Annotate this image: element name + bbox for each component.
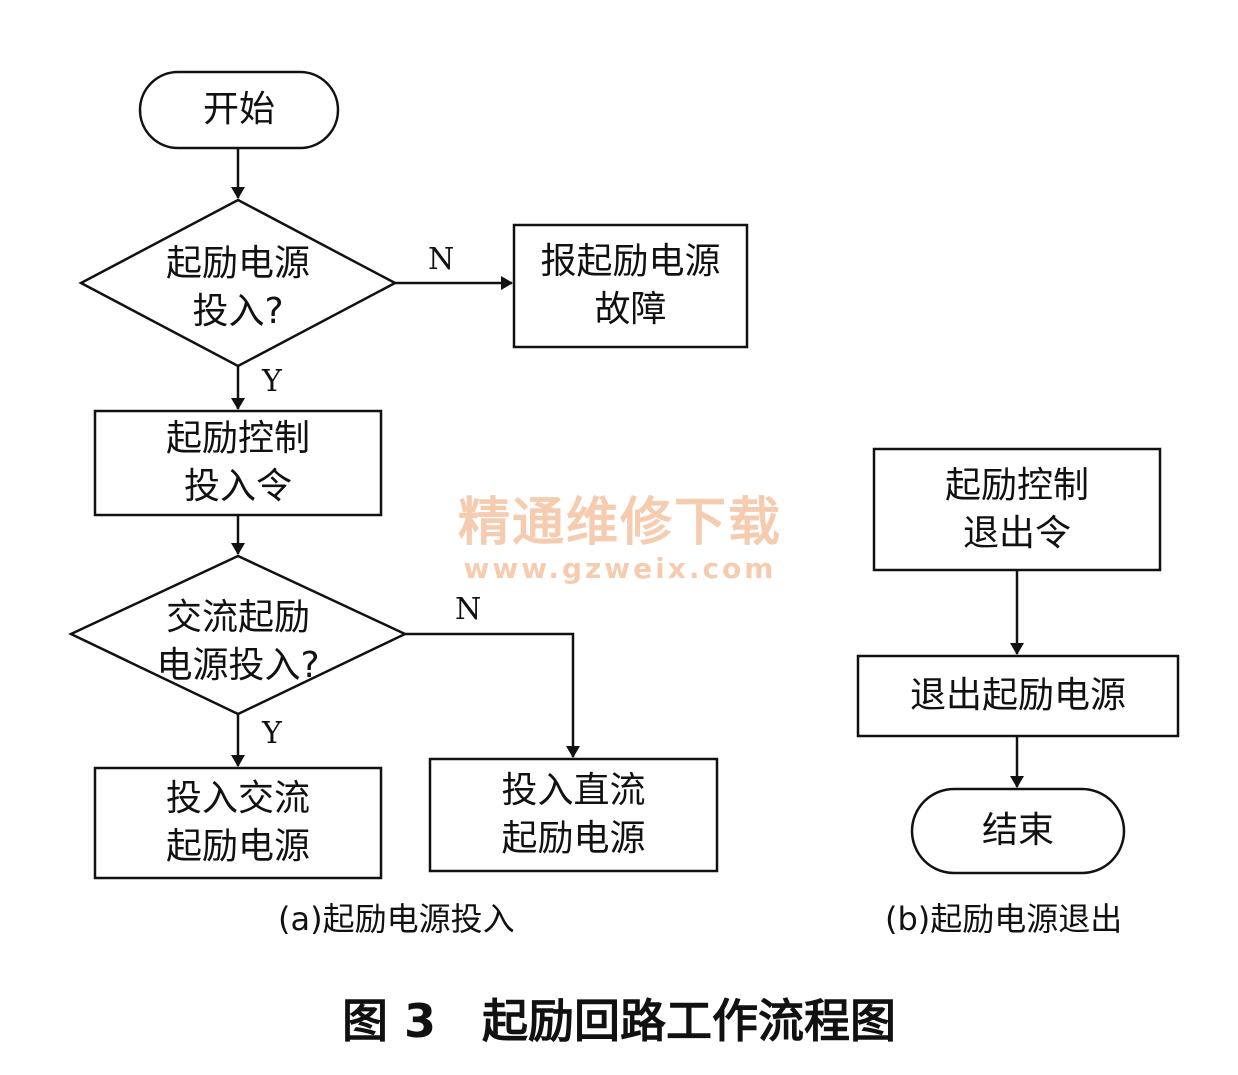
fault-node: 报起励电源 故障 bbox=[514, 225, 747, 347]
control-out-node: 起励控制 退出令 bbox=[874, 449, 1160, 570]
decision1-node: 起励电源 投入? bbox=[130, 240, 346, 336]
decision2-node: 交流起励 电源投入? bbox=[120, 594, 356, 690]
control-out-line1: 起励控制 bbox=[944, 464, 1089, 506]
end-terminator-shape bbox=[910, 787, 1126, 875]
figure-caption: 图 3 起励回路工作流程图 bbox=[341, 994, 897, 1048]
decision2-no-label: N bbox=[455, 592, 482, 627]
exit-source-node: 退出起励电源 bbox=[858, 656, 1178, 736]
ac-node: 投入交流 起励电源 bbox=[95, 768, 381, 878]
dc-box-shape bbox=[428, 757, 719, 873]
dc-line2: 起励电源 bbox=[501, 818, 646, 859]
end-label: 结束 bbox=[981, 810, 1054, 851]
decision2-line1: 交流起励 bbox=[165, 597, 310, 638]
decision1-line1: 起励电源 bbox=[165, 243, 310, 284]
fault-line2: 故障 bbox=[594, 289, 667, 330]
control-in-node: 起励控制 投入令 bbox=[95, 411, 381, 515]
decision2-line2: 电源投入? bbox=[156, 645, 320, 686]
watermark: 精通维修下载 www.gzweix.com bbox=[440, 492, 800, 584]
start-node: 开始 bbox=[140, 72, 338, 148]
control-in-line2: 投入令 bbox=[183, 466, 292, 507]
ac-line1: 投入交流 bbox=[165, 778, 310, 819]
control-out-line2: 退出令 bbox=[962, 512, 1071, 554]
fault-box-shape bbox=[512, 223, 749, 349]
watermark-text: 精通维修下载 bbox=[457, 493, 782, 553]
subcaption-a: (a)起励电源投入 bbox=[278, 900, 515, 938]
ac-line2: 起励电源 bbox=[165, 826, 310, 867]
dc-line1: 投入直流 bbox=[501, 770, 646, 811]
end-node: 结束 bbox=[912, 789, 1124, 873]
decision1-no-label: N bbox=[428, 242, 455, 277]
decision2-yes-label: Y bbox=[262, 716, 282, 751]
ac-box-shape bbox=[93, 766, 383, 880]
decision1-yes-label: Y bbox=[262, 364, 282, 399]
dc-node: 投入直流 起励电源 bbox=[430, 759, 717, 871]
fault-line1: 报起励电源 bbox=[540, 241, 721, 282]
exit-source-label: 退出起励电源 bbox=[909, 675, 1126, 716]
subcaption-b: (b)起励电源退出 bbox=[885, 900, 1123, 938]
control-in-line1: 起励控制 bbox=[165, 418, 310, 459]
decision1-line2: 投入? bbox=[192, 291, 284, 332]
start-label: 开始 bbox=[202, 89, 275, 130]
watermark-url: www.gzweix.com bbox=[463, 552, 777, 585]
